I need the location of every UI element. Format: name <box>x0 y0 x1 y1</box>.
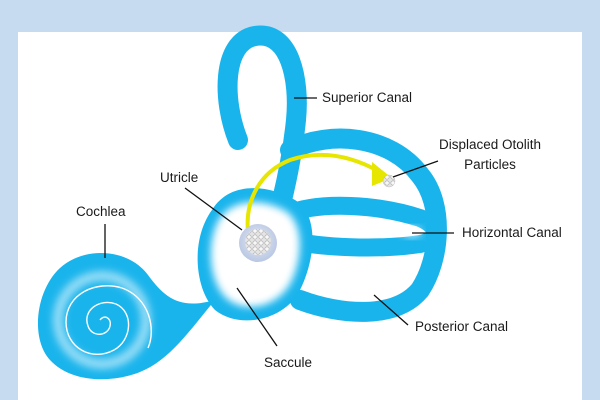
displaced-otolith-particles <box>382 174 396 188</box>
leader-saccule <box>236 287 278 347</box>
label-displaced-otolith: Displaced Otolith Particles <box>420 137 560 173</box>
utricle-otoliths <box>239 224 277 262</box>
label-posterior-canal: Posterior Canal <box>415 319 509 334</box>
label-displaced-otolith-line2: Particles <box>464 157 516 172</box>
leader-displaced-otolith <box>392 160 439 178</box>
leader-utricle <box>184 187 243 231</box>
label-saccule: Saccule <box>264 355 313 370</box>
label-utricle: Utricle <box>160 170 199 185</box>
label-superior-canal: Superior Canal <box>322 90 413 105</box>
cochlea <box>37 252 215 380</box>
label-cochlea: Cochlea <box>76 204 126 219</box>
leader-posterior-canal <box>373 294 409 326</box>
label-horizontal-canal: Horizontal Canal <box>462 225 562 240</box>
label-displaced-otolith-line1: Displaced Otolith <box>438 137 542 152</box>
superior-canal <box>217 25 307 210</box>
